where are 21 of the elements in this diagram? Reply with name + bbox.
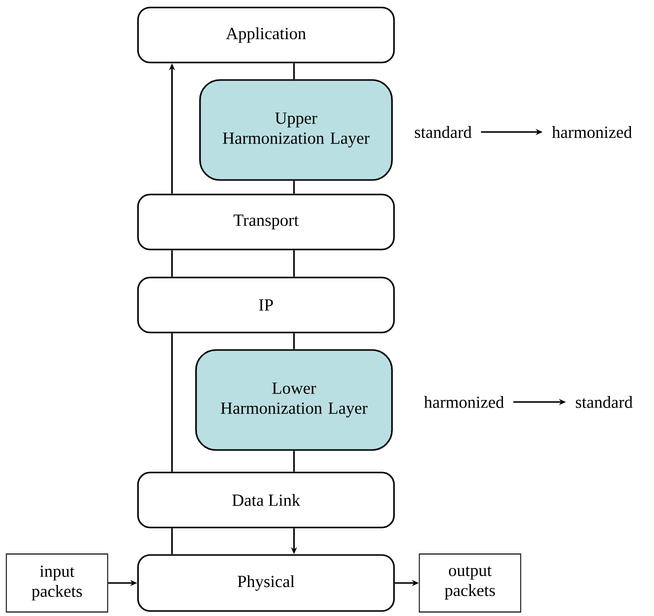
harmonization-box: Lower Harmonization Layer	[195, 349, 393, 451]
layer-box: Transport	[137, 194, 395, 250]
connector-line	[293, 450, 295, 472]
connector-line	[171, 250, 173, 277]
term-label: standard	[576, 396, 633, 408]
layer-box: IP	[137, 276, 395, 334]
layer-box: Data Link	[137, 472, 395, 528]
connector-line	[171, 528, 173, 554]
term-label: harmonized	[552, 126, 632, 138]
connector-line	[293, 180, 295, 194]
term-label: standard	[414, 126, 472, 138]
connector-line	[293, 333, 295, 350]
connector-line	[293, 250, 295, 277]
packet-box: output packets	[418, 554, 522, 612]
layer-box: Physical	[137, 554, 395, 612]
packet-box: input packets	[6, 554, 108, 612]
term-label: harmonized	[424, 396, 504, 408]
layer-box: Application	[137, 6, 395, 64]
connector-line	[293, 63, 295, 80]
harmonization-box: Upper Harmonization Layer	[199, 79, 393, 181]
connector-line	[171, 333, 173, 472]
